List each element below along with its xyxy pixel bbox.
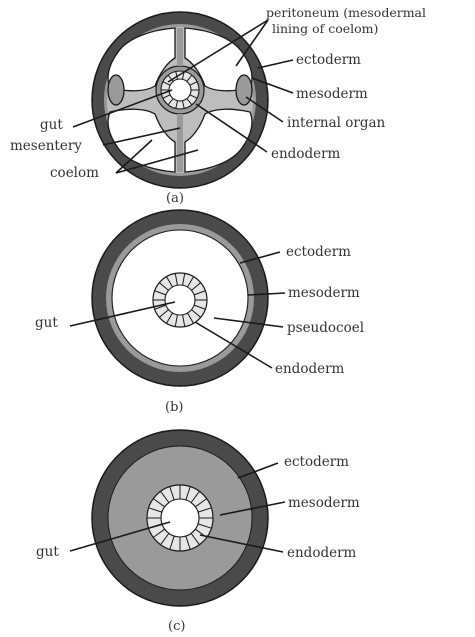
label-gut-c: gut [36, 544, 59, 560]
label-endoderm-a: endoderm [271, 146, 341, 162]
internal-organ-left [108, 75, 124, 105]
label-pseudocoel: pseudocoel [287, 320, 364, 336]
diagram-a-coelomate: peritoneum (mesodermal lining of coelom)… [10, 5, 426, 206]
leader-ectoderm-a [258, 60, 293, 68]
label-endoderm-c: endoderm [287, 545, 357, 561]
label-gut-b: gut [35, 315, 58, 331]
label-coelom: coelom [50, 165, 99, 181]
label-mesoderm-c: mesoderm [288, 495, 360, 511]
gut-lumen-b [165, 285, 195, 315]
label-ectoderm-b: ectoderm [286, 244, 351, 260]
gut-lumen-c [161, 499, 199, 537]
label-peritoneum-line2: lining of coelom) [272, 21, 378, 36]
label-ectoderm-c: ectoderm [284, 454, 349, 470]
label-mesoderm-b: mesoderm [288, 285, 360, 301]
label-internal-organ: internal organ [287, 115, 386, 131]
gut-lumen-a [169, 79, 191, 101]
label-mesoderm-a: mesoderm [296, 86, 368, 102]
caption-c: (c) [168, 619, 185, 634]
diagram-c-acoelomate: ectoderm mesoderm endoderm gut (c) [36, 430, 360, 634]
internal-organ-right [236, 75, 252, 105]
label-endoderm-b: endoderm [275, 361, 345, 377]
caption-b: (b) [165, 400, 183, 415]
caption-a: (a) [166, 191, 184, 206]
diagram-b-pseudocoelomate: ectoderm mesoderm pseudocoel endoderm gu… [35, 210, 364, 415]
label-peritoneum: peritoneum (mesodermal [266, 5, 426, 20]
label-ectoderm-a: ectoderm [296, 52, 361, 68]
label-gut-a: gut [40, 117, 63, 133]
label-mesentery: mesentery [10, 138, 82, 154]
